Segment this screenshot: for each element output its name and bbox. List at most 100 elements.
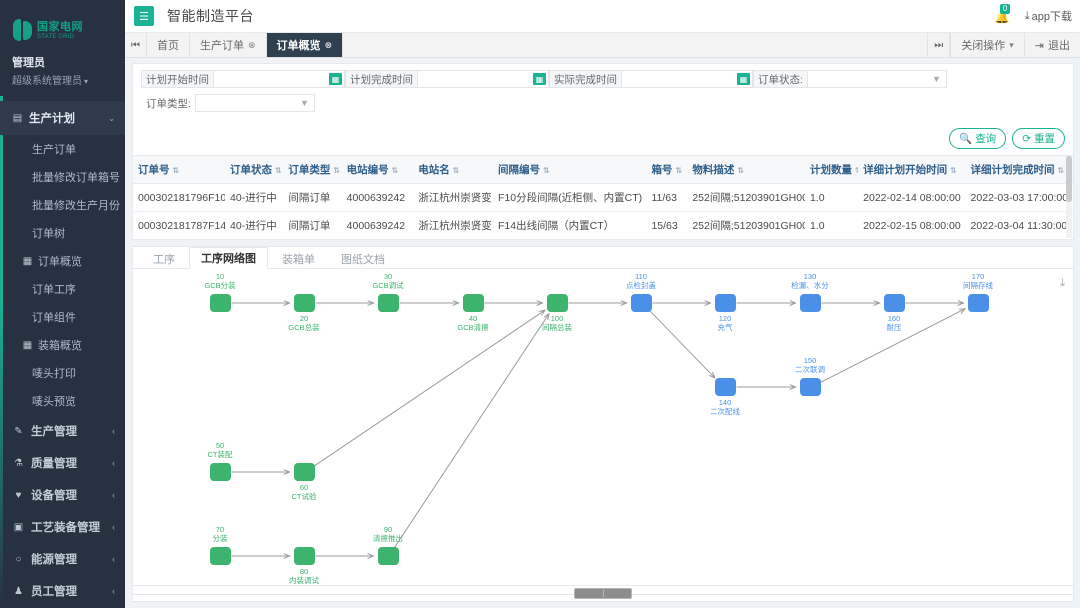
profile-user-role[interactable]: 超级系统管理员▾ [12, 72, 113, 87]
chevron-down-icon: ▼ [932, 74, 941, 84]
col-box-no[interactable]: 箱号⇅ [646, 155, 688, 184]
col-order-type[interactable]: 订单类型⇅ [283, 155, 342, 184]
graph-node-150[interactable] [799, 378, 821, 396]
graph-node-170[interactable] [967, 294, 989, 312]
sidebar-item-production-order[interactable]: 生产订单 [0, 135, 125, 163]
graph-node-70[interactable] [209, 547, 231, 565]
graph-node-140[interactable] [714, 378, 736, 396]
graph-horizontal-scrollbar[interactable] [133, 585, 1073, 601]
col-order-status[interactable]: 订单状态⇅ [225, 155, 284, 184]
plan-start-input[interactable]: ▦ [213, 70, 345, 88]
sidebar-item-process-equip-mgmt[interactable]: ▣ 工艺装备管理 ‹ [0, 511, 125, 543]
subtab-packing-list[interactable]: 装箱单 [270, 247, 327, 269]
chevron-double-left-icon: ⏮ [131, 39, 140, 51]
table-row[interactable]: 000302181796F10 40-进行中 间隔订单 4000639242 浙… [133, 183, 1073, 212]
sidebar-item-energy-mgmt[interactable]: ○ 能源管理 ‹ [0, 543, 125, 575]
graph-node-10[interactable] [209, 294, 231, 312]
col-plan-qty[interactable]: 计划数量⇅ [804, 155, 859, 184]
close-icon[interactable]: ⊗ [324, 39, 333, 50]
app-download-button[interactable]: ⤓ app下载 [1025, 8, 1072, 24]
scrollbar-thumb[interactable] [574, 588, 632, 599]
scrollbar-thumb[interactable] [1066, 156, 1072, 202]
cell-plan-start: 2022-02-14 08:00:00 [858, 183, 966, 212]
sidebar-item-quality-mgmt[interactable]: ⚗ 质量管理 ‹ [0, 447, 125, 479]
graph-node-20[interactable] [293, 294, 315, 312]
col-material-desc[interactable]: 物料描述⇅ [687, 155, 805, 184]
sidebar-item-production-plan[interactable]: ▤ 生产计划 ⌄ [0, 101, 125, 135]
graph-node-80[interactable] [293, 547, 315, 565]
graph-node-30[interactable] [377, 294, 399, 312]
notifications-button[interactable]: 🔔 0 [995, 4, 1011, 25]
graph-node-160[interactable] [883, 294, 905, 312]
order-type-select[interactable]: ▼ [194, 94, 315, 112]
col-detail-plan-start[interactable]: 详细计划开始时间⇅ [858, 155, 966, 184]
sidebar-item-order-components[interactable]: 订单组件 [0, 303, 125, 331]
col-order-no[interactable]: 订单号⇅ [133, 155, 226, 184]
tab-home[interactable]: 首页 [147, 33, 190, 57]
col-station-name[interactable]: 电站名⇅ [413, 155, 494, 184]
tab-production-order[interactable]: 生产订单 ⊗ [190, 33, 267, 57]
sidebar-item-mark-preview[interactable]: 唛头预览 [0, 387, 125, 415]
sidebar-item-order-tree[interactable]: 订单树 [0, 219, 125, 247]
cell-order-type: 间隔订单 [283, 183, 342, 212]
close-icon[interactable]: ⊗ [248, 39, 256, 50]
col-detail-plan-finish[interactable]: 详细计划完成时间⇅ [965, 155, 1073, 184]
table-row[interactable]: 000302181787F14 40-进行中 间隔订单 4000639242 浙… [133, 211, 1073, 239]
graph-node-110[interactable] [630, 294, 652, 312]
chevron-left-icon: ‹ [112, 458, 115, 468]
close-operations-menu[interactable]: 关闭操作 ▾ [950, 33, 1024, 57]
calendar-icon[interactable]: ▦ [329, 73, 342, 85]
graph-node-60[interactable] [293, 463, 315, 481]
order-status-select[interactable]: ▼ [806, 70, 947, 88]
calendar-icon[interactable]: ▦ [737, 73, 750, 85]
sidebar-item-mark-print[interactable]: 唛头打印 [0, 359, 125, 387]
sidebar-item-order-overview[interactable]: ▦ 订单概览 [0, 247, 125, 275]
sidebar-item-packing-overview[interactable]: ▦ 装箱概览 [0, 331, 125, 359]
tab-scroll-left-button[interactable]: ⏮ [125, 33, 147, 57]
sidebar-item-equipment-mgmt[interactable]: ♥ 设备管理 ‹ [0, 479, 125, 511]
sidebar-sub-label: 订单概览 [38, 256, 82, 268]
search-icon: 🔍 [959, 133, 973, 145]
table-vertical-scrollbar[interactable] [1066, 156, 1072, 238]
reset-button[interactable]: ⟳ 重置 [1012, 128, 1065, 149]
graph-node-40[interactable] [462, 294, 484, 312]
orders-table-scroll[interactable]: 订单号⇅ 订单状态⇅ 订单类型⇅ 电站编号⇅ 电站名⇅ 间隔编号⇅ 箱号⇅ 物料… [133, 155, 1073, 239]
subtab-process-network-graph[interactable]: 工序网络图 [189, 247, 268, 269]
graph-node-130[interactable] [799, 294, 821, 312]
chevron-down-icon: ⌄ [108, 113, 115, 123]
download-icon[interactable]: ⤓ [1060, 277, 1065, 289]
graph-node-50[interactable] [209, 463, 231, 481]
graph-node-90[interactable] [377, 547, 399, 565]
subtab-process[interactable]: 工序 [141, 247, 187, 269]
graph-node-100[interactable] [546, 294, 568, 312]
logout-button[interactable]: ⇥ 退出 [1023, 33, 1080, 57]
tab-scroll-right-button[interactable]: ⏭ [928, 33, 951, 57]
tab-order-overview[interactable]: 订单概览 ⊗ [266, 33, 344, 57]
process-subtabs: 工序 工序网络图 装箱单 图纸文档 [133, 247, 1073, 269]
sidebar-item-staff-mgmt[interactable]: ♟ 员工管理 ‹ [0, 575, 125, 607]
sidebar: 国家电网 STATE GRID 管理员 超级系统管理员▾ ▤ 生产计划 ⌄ 生产… [0, 0, 125, 608]
calendar-icon[interactable]: ▦ [533, 73, 546, 85]
hamburger-icon[interactable]: ☰ [134, 6, 154, 26]
sidebar-item-production-mgmt[interactable]: ✎ 生产管理 ‹ [0, 415, 125, 447]
plan-finish-input[interactable]: ▦ [417, 70, 549, 88]
logout-label: 退出 [1048, 40, 1070, 52]
sidebar-item-batch-edit-month[interactable]: 批量修改生产月份 [0, 191, 125, 219]
subtab-drawing-docs[interactable]: 图纸文档 [329, 247, 397, 269]
subtab-label: 图纸文档 [341, 253, 385, 266]
actual-finish-input[interactable]: ▦ [621, 70, 753, 88]
col-bay-no[interactable]: 间隔编号⇅ [493, 155, 647, 184]
search-button[interactable]: 🔍 查询 [949, 128, 1007, 149]
sidebar-item-batch-edit-box-no[interactable]: 批量修改订单箱号 [0, 163, 125, 191]
graph-node-120[interactable] [714, 294, 736, 312]
graph-edges [231, 269, 1073, 601]
sidebar-item-order-process[interactable]: 订单工序 [0, 275, 125, 303]
app-title: 智能制造平台 [167, 8, 254, 24]
col-station-no[interactable]: 电站编号⇅ [341, 155, 414, 184]
